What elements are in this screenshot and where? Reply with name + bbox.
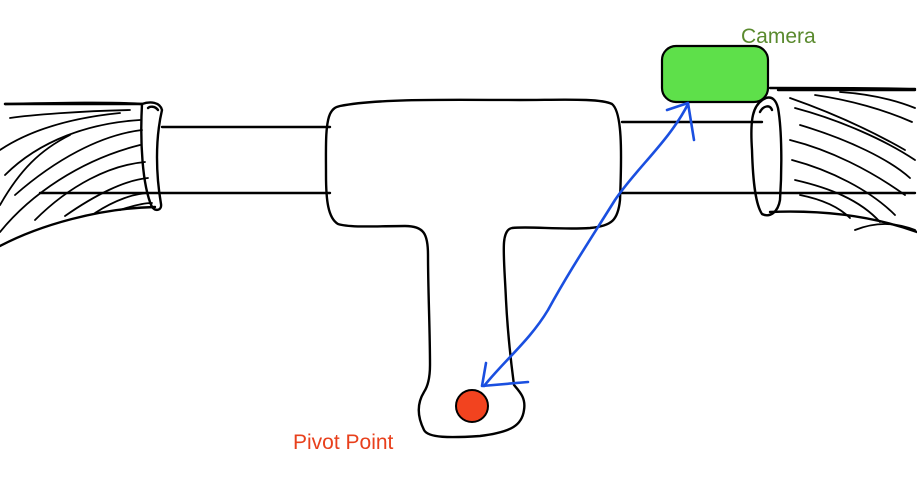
stem-mount bbox=[324, 98, 623, 439]
distance-arrow bbox=[480, 101, 696, 388]
pivot-point-label: Pivot Point bbox=[293, 431, 394, 454]
left-grip bbox=[0, 101, 164, 248]
camera-box-icon bbox=[660, 44, 770, 104]
right-grip bbox=[750, 86, 917, 234]
pivot-point-icon bbox=[455, 389, 489, 423]
camera-label: Camera bbox=[741, 25, 816, 48]
